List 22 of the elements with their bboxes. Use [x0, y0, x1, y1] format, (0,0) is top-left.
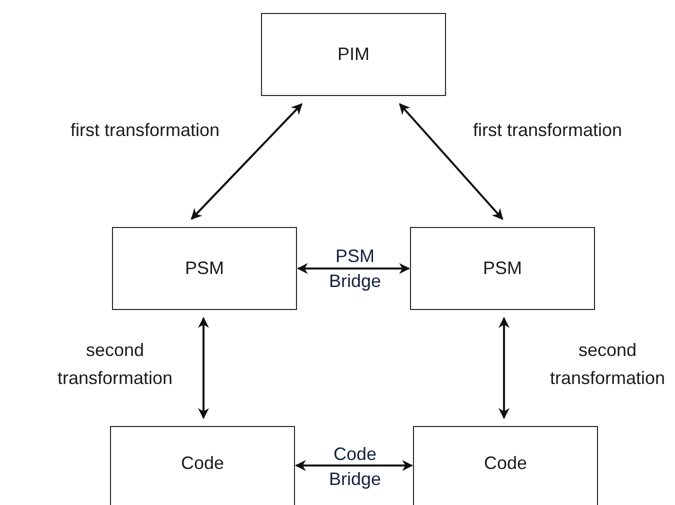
- edge-label: first transformation: [69, 119, 221, 142]
- box-label: Code: [180, 452, 224, 474]
- double-arrow: [399, 103, 504, 220]
- edge-label: first transformation: [472, 119, 624, 142]
- box-label: PSM: [482, 257, 522, 280]
- double-arrow: [498, 316, 510, 420]
- process-box: [261, 13, 446, 96]
- edge-label: second transformation: [56, 339, 174, 390]
- box-label: PIM: [337, 43, 370, 66]
- edge-label: second transformation: [548, 339, 666, 390]
- double-arrow: [198, 316, 209, 420]
- process-box: [410, 227, 595, 310]
- double-arrow: [296, 263, 410, 274]
- process-box: [413, 426, 598, 505]
- box-label: Code: [484, 452, 528, 474]
- double-arrow: [190, 103, 302, 220]
- edge-label: Code Bridge: [328, 443, 382, 491]
- box-label: PSM: [184, 257, 224, 280]
- process-box: [110, 426, 295, 505]
- double-arrow: [294, 460, 414, 471]
- process-box: [112, 227, 297, 310]
- edge-label: PSM Bridge: [328, 245, 382, 293]
